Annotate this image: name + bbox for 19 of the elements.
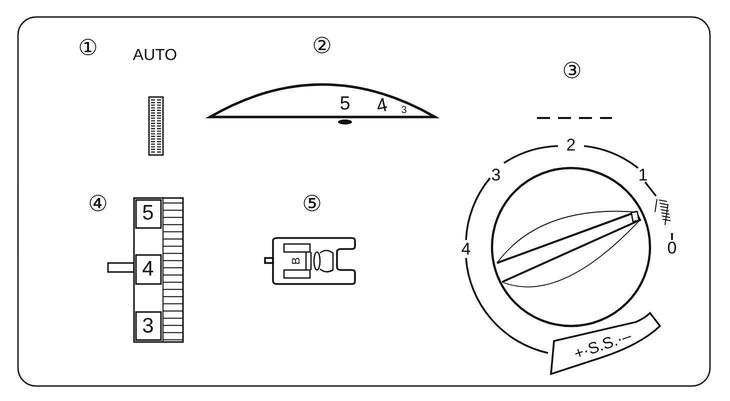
scale-number: 4 bbox=[374, 96, 390, 116]
callout-number: ② bbox=[312, 36, 332, 58]
scale-number: 3 bbox=[142, 316, 154, 336]
callout-number: ④ bbox=[88, 194, 108, 216]
callout-number: ③ bbox=[562, 61, 582, 83]
callout-number: ① bbox=[78, 38, 98, 60]
scale-number: 4 bbox=[142, 258, 154, 280]
scale-number: 0 bbox=[667, 240, 677, 256]
setting-label: +·S.S.·– bbox=[572, 328, 634, 364]
callout-number: ⑤ bbox=[302, 194, 322, 216]
scale-number: 5 bbox=[340, 94, 350, 114]
scale-number: 3 bbox=[491, 166, 501, 184]
scale-number: 5 bbox=[142, 202, 154, 224]
scale-number: 2 bbox=[566, 136, 576, 154]
mode-label: AUTO bbox=[132, 48, 178, 64]
scale-number: 1 bbox=[638, 166, 648, 184]
foot-letter: B bbox=[292, 257, 302, 265]
scale-number: 4 bbox=[461, 240, 471, 258]
scale-number: 3 bbox=[401, 106, 407, 116]
